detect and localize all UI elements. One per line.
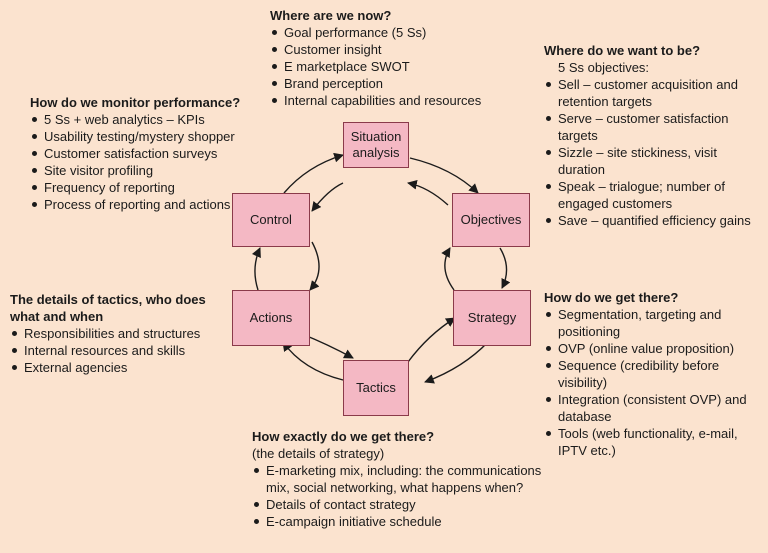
arrow-actions-to-control xyxy=(251,247,261,291)
arrow-objectives-to-situation xyxy=(407,179,449,206)
how-exactly-block: How exactly do we get there? (the detail… xyxy=(252,428,542,530)
how-exactly-title: How exactly do we get there? xyxy=(252,429,435,444)
where-want-item: Sell – customer acquisition and retentio… xyxy=(544,76,762,110)
monitor-item: Customer satisfaction surveys xyxy=(30,145,258,162)
how-exactly-subtitle: (the details of strategy) xyxy=(252,446,385,461)
objectives-label: Objectives xyxy=(460,212,522,227)
actions-label: Actions xyxy=(249,310,293,325)
how-get-item: Segmentation, targeting and positioning xyxy=(544,306,762,340)
where-want-title: Where do we want to be? xyxy=(544,43,701,58)
monitor-item: Process of reporting and actions xyxy=(30,196,258,213)
arrow-control-to-actions xyxy=(309,241,320,291)
situation-analysis-label: Situation analysis xyxy=(350,129,402,160)
arrow-strategy-to-tactics xyxy=(424,341,489,384)
how-exactly-item: E-campaign initiative schedule xyxy=(252,513,542,530)
monitor-item: Site visitor profiling xyxy=(30,162,258,179)
monitor-block: How do we monitor performance? 5 Ss + we… xyxy=(30,94,258,213)
where-now-item: E marketplace SWOT xyxy=(270,58,510,75)
arrow-situation-to-objectives xyxy=(409,157,479,194)
where-now-title: Where are we now? xyxy=(270,8,392,23)
actions-box: Actions xyxy=(232,290,310,346)
control-box: Control xyxy=(232,193,310,247)
where-want-item: Speak – trialogue; number of engaged cus… xyxy=(544,178,762,212)
situation-analysis-box: Situation analysis xyxy=(343,122,409,168)
monitor-item: Usability testing/mystery shopper xyxy=(30,128,258,145)
control-label: Control xyxy=(250,212,292,227)
where-want-block: Where do we want to be? 5 Ss objectives:… xyxy=(544,42,762,229)
monitor-item: Frequency of reporting xyxy=(30,179,258,196)
tactics-details-item: External agencies xyxy=(10,359,232,376)
how-get-item: OVP (online value proposition) xyxy=(544,340,762,357)
tactics-details-title: The details of tactics, who does what an… xyxy=(10,292,206,324)
monitor-title: How do we monitor performance? xyxy=(30,95,241,110)
how-exactly-item: E-marketing mix, including: the communic… xyxy=(252,462,542,496)
strategy-label: Strategy xyxy=(467,310,517,325)
where-now-block: Where are we now? Goal performance (5 Ss… xyxy=(270,7,510,109)
arrow-objectives-to-strategy xyxy=(499,247,511,289)
how-get-title: How do we get there? xyxy=(544,290,679,305)
where-want-item: Sizzle – site stickiness, visit duration xyxy=(544,144,762,178)
arrow-control-to-situation xyxy=(283,152,344,194)
how-get-item: Tools (web functionality, e-mail, IPTV e… xyxy=(544,425,762,459)
where-want-subtitle: 5 Ss objectives: xyxy=(558,60,650,75)
how-get-item: Sequence (credibility before visibility) xyxy=(544,357,762,391)
objectives-box: Objectives xyxy=(452,193,530,247)
tactics-details-item: Internal resources and skills xyxy=(10,342,232,359)
tactics-label: Tactics xyxy=(356,380,396,395)
strategy-box: Strategy xyxy=(453,290,531,346)
arrow-situation-to-control xyxy=(311,182,344,212)
tactics-details-block: The details of tactics, who does what an… xyxy=(10,291,232,376)
arrow-tactics-to-strategy xyxy=(407,317,456,363)
tactics-details-item: Responsibilities and structures xyxy=(10,325,232,342)
where-now-item: Brand perception xyxy=(270,75,510,92)
arrow-strategy-to-objectives xyxy=(441,247,455,291)
arrow-tactics-to-actions xyxy=(282,341,344,381)
how-get-item: Integration (consistent OVP) and databas… xyxy=(544,391,762,425)
tactics-box: Tactics xyxy=(343,360,409,416)
where-want-item: Save – quantified efficiency gains xyxy=(544,212,762,229)
where-now-item: Internal capabilities and resources xyxy=(270,92,510,109)
monitor-item: 5 Ss + web analytics – KPIs xyxy=(30,111,258,128)
where-now-item: Goal performance (5 Ss) xyxy=(270,24,510,41)
where-now-item: Customer insight xyxy=(270,41,510,58)
where-want-item: Serve – customer satisfaction targets xyxy=(544,110,762,144)
how-exactly-item: Details of contact strategy xyxy=(252,496,542,513)
how-get-block: How do we get there? Segmentation, targe… xyxy=(544,289,762,459)
